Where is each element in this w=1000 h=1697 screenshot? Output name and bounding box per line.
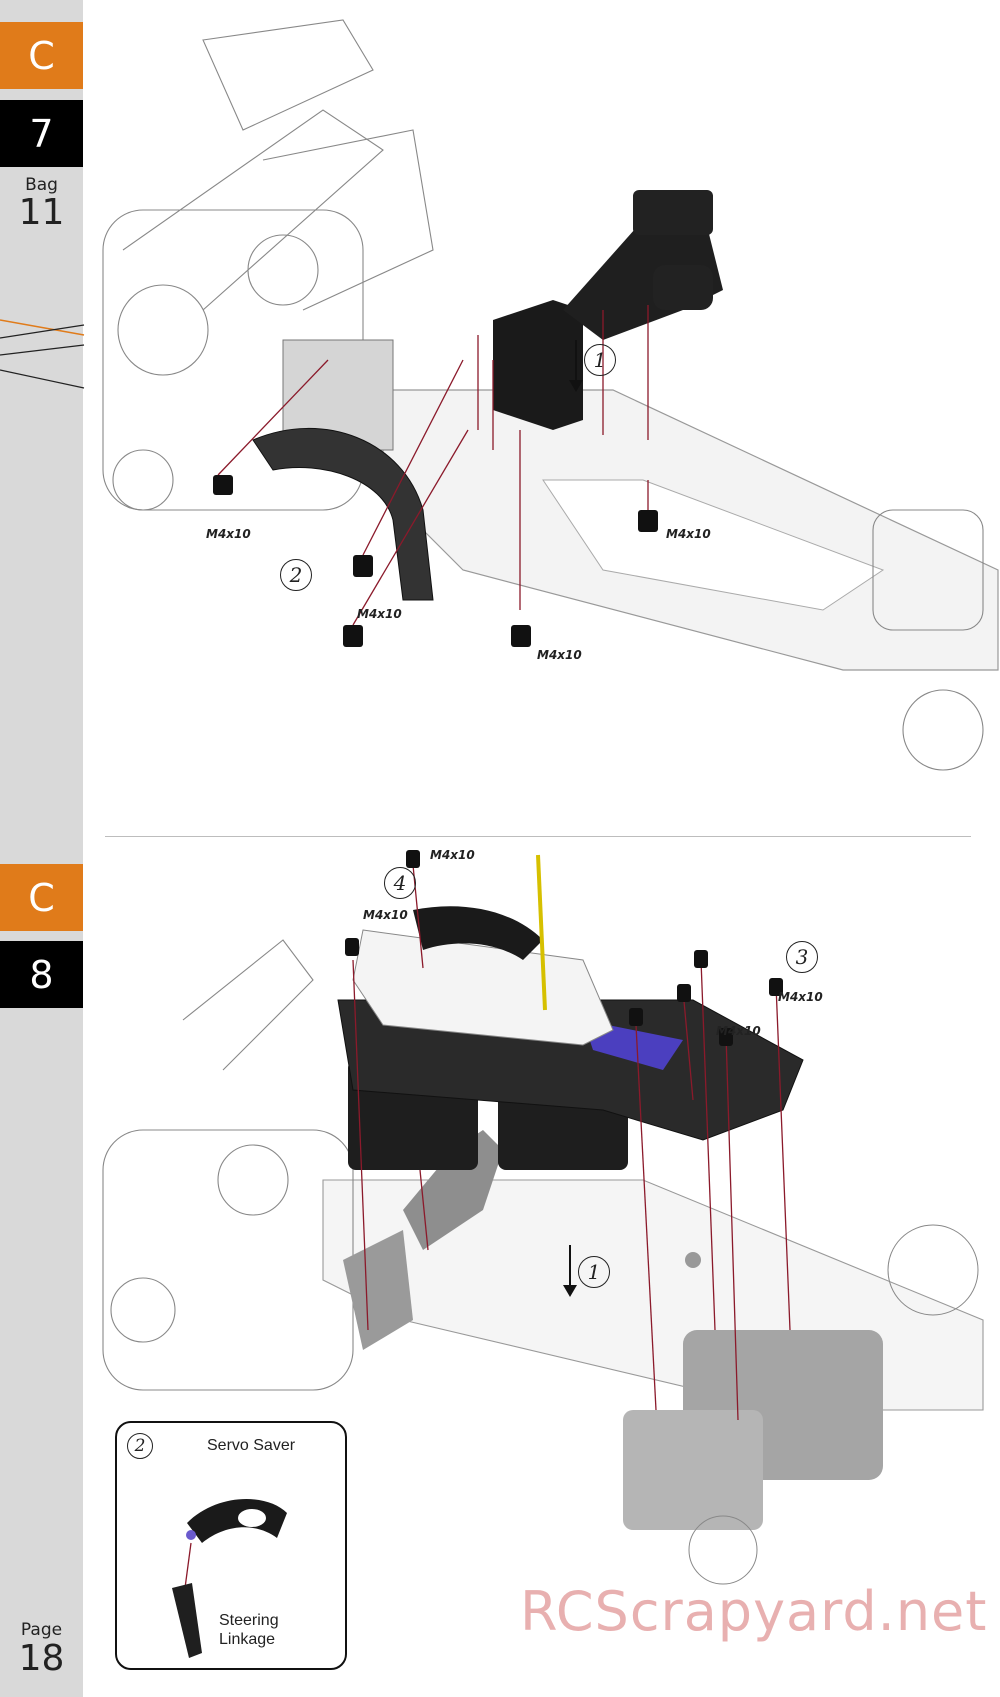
screw-label: M4x10: [778, 990, 823, 1004]
sidebar: [0, 0, 83, 1697]
inset-caption-line2: Linkage: [219, 1631, 276, 1648]
servo-saver-inset: 2 Servo Saver Steering Linkage: [115, 1421, 347, 1670]
screw-label: M4x10: [206, 527, 251, 541]
section-badge-bottom: C: [0, 864, 83, 931]
screw-label: M4x10: [357, 607, 402, 621]
step-marker: 2: [127, 1433, 153, 1459]
step7-illustration: [102, 19, 999, 771]
inset-title: Servo Saver: [207, 1437, 296, 1454]
inset-caption-line1: Steering: [219, 1612, 279, 1629]
screw-label: M4x10: [716, 1024, 761, 1038]
step-marker: 1: [584, 344, 616, 376]
screw-label: M4x10: [537, 648, 582, 662]
servo-saver-detail-illustration: [172, 1499, 287, 1658]
step-marker: 1: [578, 1256, 610, 1288]
screw-label: M4x10: [430, 848, 475, 862]
step-badge-8: 8: [0, 941, 83, 1008]
step-badge-7: 7: [0, 100, 83, 167]
step8-illustration: [102, 850, 984, 1585]
step-marker: 2: [280, 559, 312, 591]
watermark: RCScrapyard.net: [520, 1580, 988, 1643]
screw-label: M4x10: [666, 527, 711, 541]
screw-label: M4x10: [363, 908, 408, 922]
page-label: Page: [20, 1620, 63, 1640]
step-marker: 3: [786, 941, 818, 973]
inset-caption: Steering Linkage: [219, 1611, 279, 1649]
section-divider: [105, 836, 971, 837]
step-marker: 4: [384, 867, 416, 899]
section-badge-top: C: [0, 22, 83, 89]
bag-label: Bag: [25, 175, 58, 195]
bag-number: 11: [18, 192, 65, 233]
section-guide-lines: [0, 319, 85, 389]
page-number: 18: [18, 1638, 65, 1679]
